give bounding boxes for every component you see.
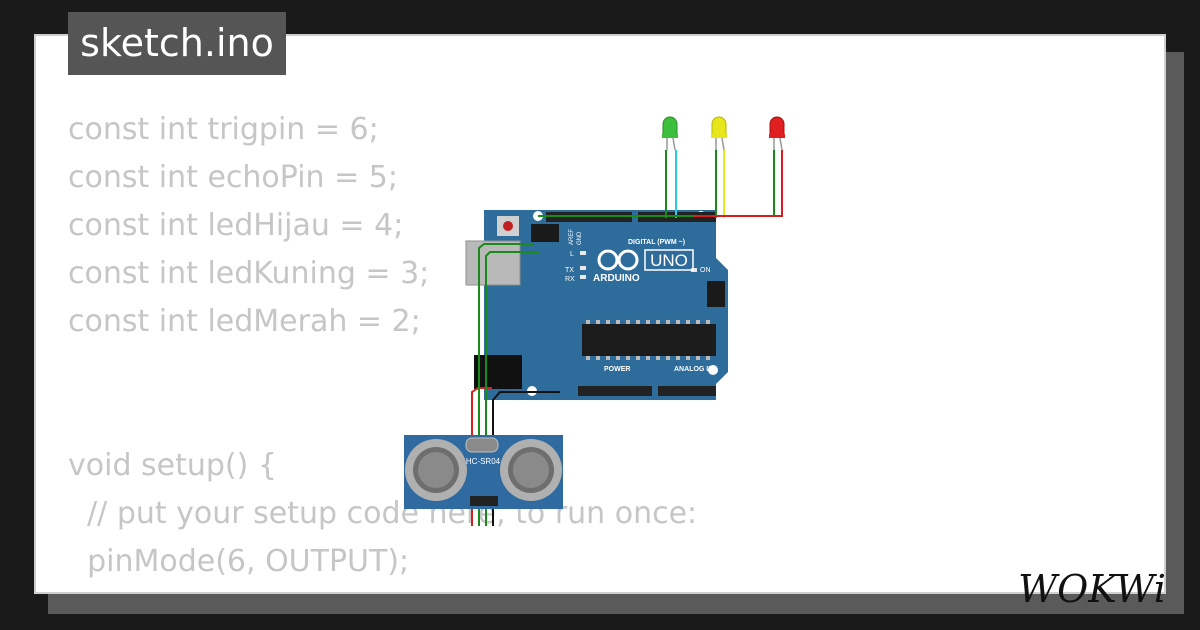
- on-label: ON: [700, 267, 711, 274]
- wokwi-logo-text: WOKWi: [1018, 567, 1166, 611]
- board-brand-label: ARDUINO: [593, 273, 640, 284]
- code-line: const int trigpin = 6;: [68, 112, 379, 147]
- code-line: void setup() {: [68, 448, 277, 483]
- arduino-uno-board[interactable]: UNO ARDUINO DIGITAL (PWM ~) ON L TX RX P…: [465, 210, 728, 400]
- digital-label: DIGITAL (PWM ~): [628, 239, 685, 246]
- l-label: L: [570, 251, 574, 258]
- code-line: const int ledHijau = 4;: [68, 208, 404, 243]
- aref-label: AREF: [569, 229, 575, 245]
- code-line: const int echoPin = 5;: [68, 160, 398, 195]
- code-line: const int ledKuning = 3;: [68, 256, 430, 291]
- arduino-logo-icon: [597, 249, 639, 271]
- led-green[interactable]: [662, 116, 678, 151]
- power-label: POWER: [604, 366, 630, 373]
- board-model-label: UNO: [650, 251, 688, 270]
- analog-label: ANALOG IN: [674, 366, 713, 373]
- code-line: pinMode(6, OUTPUT);: [68, 544, 410, 579]
- led-yellow[interactable]: [711, 116, 727, 151]
- code-block: const int trigpin = 6; const int echoPin…: [68, 106, 697, 592]
- file-title: sketch.ino: [68, 12, 286, 75]
- rx-label: RX: [565, 276, 575, 283]
- wokwi-logo: WOKWi: [1018, 567, 1166, 611]
- hc-sr04-sensor[interactable]: HC-SR04: [404, 435, 563, 509]
- tx-label: TX: [565, 267, 574, 274]
- code-line: const int ledMerah = 2;: [68, 304, 421, 339]
- led-wires: [538, 150, 783, 218]
- sensor-label: HC-SR04: [466, 457, 501, 466]
- led-red[interactable]: [769, 116, 785, 151]
- gnd-label: GND: [577, 231, 583, 245]
